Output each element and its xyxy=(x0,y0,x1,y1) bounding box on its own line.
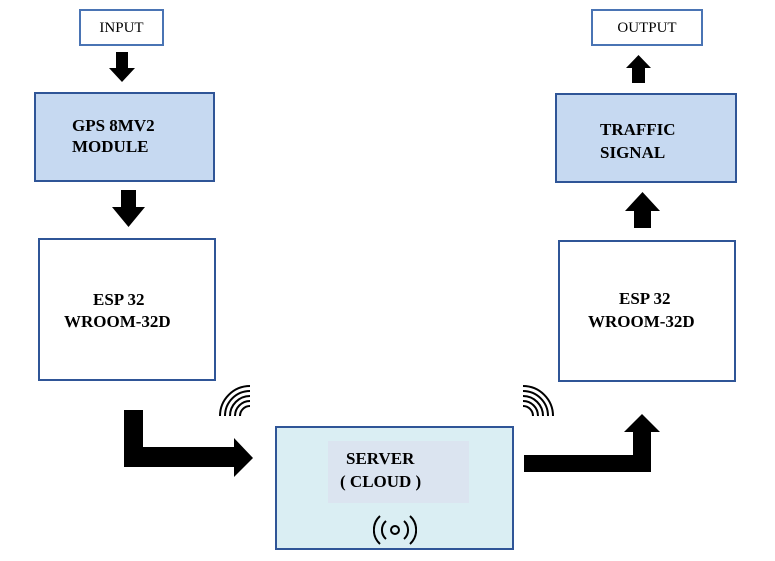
arrow-esp32-to-traffic xyxy=(625,192,660,228)
esp32-left-line1: ESP 32 xyxy=(93,290,145,309)
arrow-gps-to-esp32 xyxy=(112,190,145,227)
wifi-signal-icon-right xyxy=(522,385,554,417)
traffic-signal-box: TRAFFIC SIGNAL xyxy=(555,93,737,183)
esp32-right-line1: ESP 32 xyxy=(619,289,671,308)
gps-label-line2: MODULE xyxy=(72,137,149,156)
server-label-line1: SERVER xyxy=(346,449,415,468)
gps-label-line1: GPS 8MV2 xyxy=(72,116,155,135)
broadcast-icon xyxy=(373,515,417,545)
input-label: INPUT xyxy=(99,20,144,36)
server-box: SERVER ( CLOUD ) xyxy=(275,426,514,550)
server-label-line2: ( CLOUD ) xyxy=(340,472,422,491)
input-box: INPUT xyxy=(79,9,164,46)
esp32-right-box: ESP 32 WROOM-32D xyxy=(558,240,736,382)
server-label-panel: SERVER ( CLOUD ) xyxy=(328,441,469,503)
output-box: OUTPUT xyxy=(591,9,703,46)
wifi-signal-icon-left xyxy=(219,385,251,417)
arrow-esp32-to-server xyxy=(124,410,253,477)
arrow-server-to-esp32 xyxy=(524,414,660,472)
traffic-label-line2: SIGNAL xyxy=(600,143,666,162)
output-label: OUTPUT xyxy=(617,20,677,36)
esp32-left-box: ESP 32 WROOM-32D xyxy=(38,238,216,381)
esp32-right-line2: WROOM-32D xyxy=(588,312,695,331)
esp32-left-line2: WROOM-32D xyxy=(64,312,171,331)
traffic-label-line1: TRAFFIC xyxy=(600,120,676,139)
arrow-traffic-to-output xyxy=(626,55,651,83)
gps-module-box: GPS 8MV2 MODULE xyxy=(34,92,215,182)
arrow-input-to-gps xyxy=(109,52,135,82)
